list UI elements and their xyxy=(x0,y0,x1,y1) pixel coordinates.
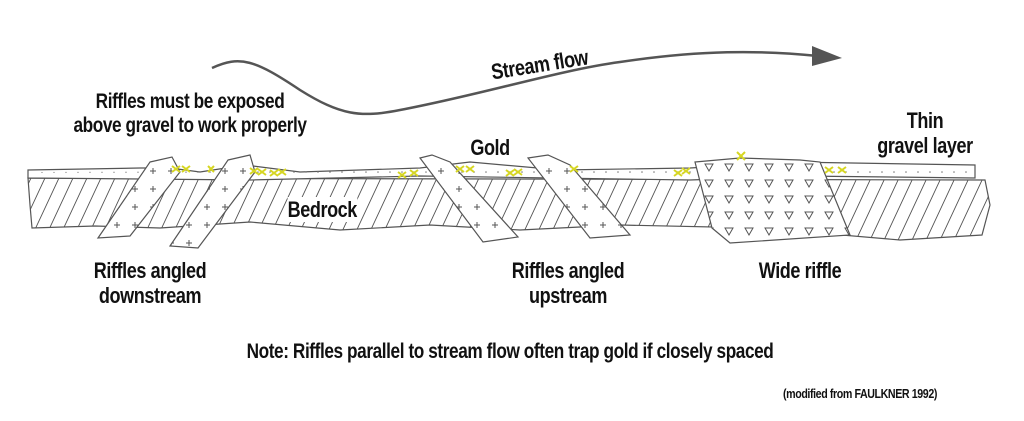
riffles-upstream-line1: Riffles angled xyxy=(511,258,625,283)
thin-gravel-line2: gravel layer xyxy=(877,133,973,159)
riffles-downstream-line1: Riffles angled xyxy=(93,258,207,283)
wide-riffle-label: Wide riffle xyxy=(758,258,842,283)
bedrock-label: Bedrock xyxy=(287,197,357,223)
riffles-exposed-line1: Riffles must be exposed xyxy=(95,90,285,113)
thin-gravel-label: Thin gravel layer xyxy=(864,108,987,159)
riffles-downstream-label: Riffles angled downstream xyxy=(84,258,215,309)
thin-gravel-line1: Thin xyxy=(906,108,944,133)
citation-text: (modified from FAULKNER 1992) xyxy=(783,386,937,401)
stream-flow-arrow xyxy=(211,50,819,116)
riffles-exposed-label: Riffles must be exposed above gravel to … xyxy=(67,90,313,138)
arrowhead-icon xyxy=(812,46,842,66)
riffles-exposed-line2: above gravel to work properly xyxy=(73,114,307,138)
riffles-upstream-label: Riffles angled upstream xyxy=(502,258,633,309)
gold-label: Gold xyxy=(470,135,510,160)
gold-markers xyxy=(171,151,847,179)
riffles-downstream-line2: downstream xyxy=(98,283,202,309)
riffles-upstream-line2: upstream xyxy=(529,283,607,309)
note-text: Note: Riffles parallel to stream flow of… xyxy=(246,340,774,363)
